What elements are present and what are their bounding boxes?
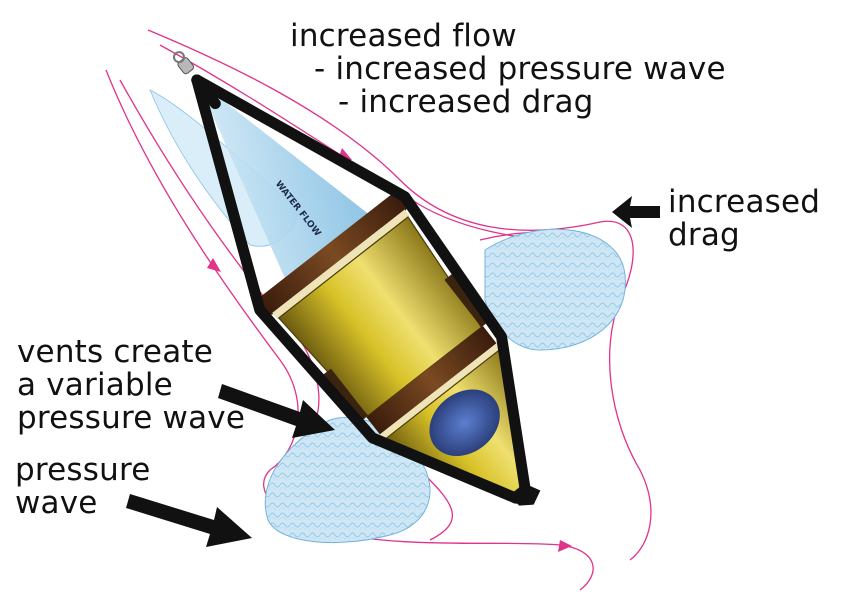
label-pressure-wave-line2: wave — [15, 485, 98, 521]
flow-line-upper-outer — [147, 29, 652, 561]
flow-arrowhead-2 — [207, 258, 221, 272]
label-increased-flow-line3: - increased drag — [338, 84, 594, 120]
label-vents: vents create a variable pressure wave — [17, 336, 245, 435]
pointer-arrows — [126, 196, 660, 547]
label-increased-flow: increased flow - increased pressure wave… — [290, 20, 726, 119]
label-increased-flow-line2: - increased pressure wave — [314, 51, 726, 87]
label-increased-drag-line2: drag — [668, 217, 740, 253]
lower-band — [366, 325, 497, 435]
swivel-shackle — [172, 51, 195, 75]
label-pressure-wave: pressure wave — [15, 454, 151, 520]
tail-tip — [509, 483, 541, 506]
vent-window — [429, 389, 500, 457]
flow-arrowhead-4 — [558, 540, 572, 552]
bridle-frame — [191, 74, 531, 504]
label-increased-drag: increased drag — [668, 186, 820, 252]
arrow-increased-drag — [612, 196, 660, 228]
arrow-pressure-wave — [126, 494, 252, 547]
label-vents-line1: vents create — [17, 334, 214, 370]
label-increased-drag-line1: increased — [668, 184, 821, 220]
sea-anchor-drogue: WATER FLOW — [172, 51, 541, 506]
label-increased-flow-line1: increased flow — [290, 18, 517, 54]
label-vents-line3: pressure wave — [17, 400, 246, 436]
water-flow-cone — [196, 79, 376, 288]
label-vents-line2: a variable — [17, 367, 173, 403]
arrow-vents — [218, 384, 335, 438]
label-pressure-wave-line1: pressure — [15, 452, 151, 488]
top-collar — [259, 193, 407, 315]
